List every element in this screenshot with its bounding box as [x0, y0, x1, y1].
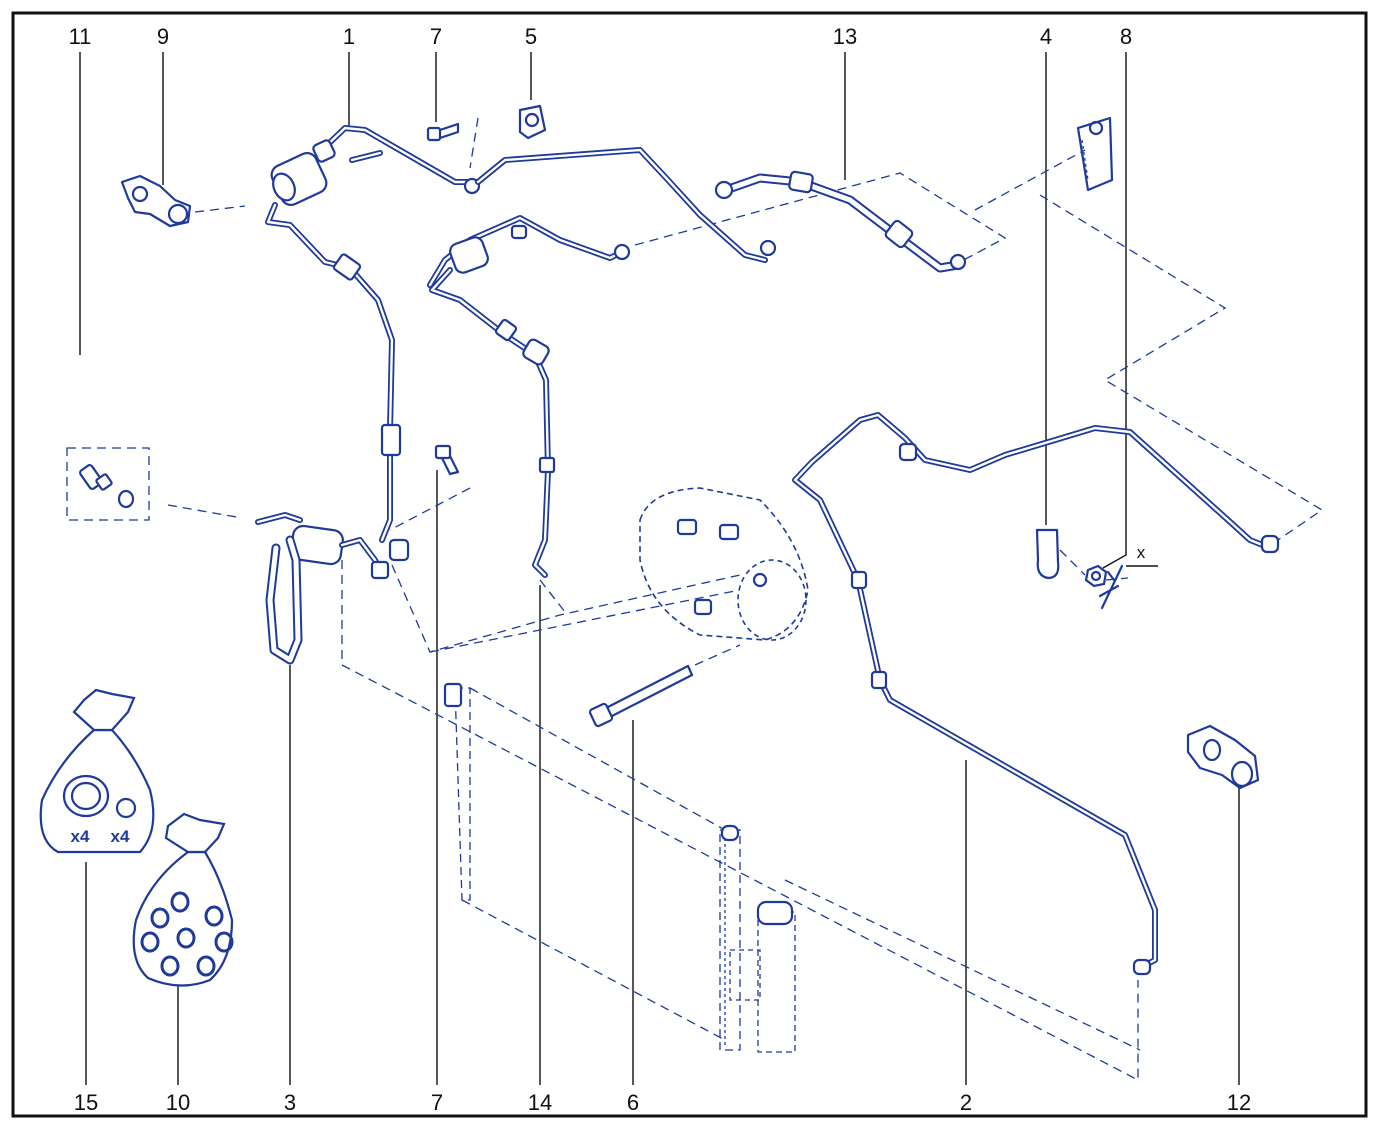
bolt-6: [588, 664, 694, 728]
dimension-x-label: x: [1137, 543, 1146, 562]
leader-lines: [79, 52, 1240, 1085]
callout-9: 9: [157, 24, 169, 49]
oring-kit-10: [132, 812, 234, 987]
pipe-1-assembly: [265, 125, 481, 562]
callout-3: 3: [284, 1090, 296, 1115]
diagram-frame: [11, 11, 1368, 1118]
assembly-dashed-lines: [66, 117, 1324, 1082]
compressor: [639, 487, 809, 641]
bolt-7-mid: [434, 444, 460, 476]
callout-7-bottom: 7: [431, 1090, 443, 1115]
callout-1: 1: [343, 24, 355, 49]
clip-9: [120, 174, 192, 228]
callout-11: 11: [69, 24, 92, 49]
callout-10: 10: [166, 1090, 190, 1115]
bracket-4: [1035, 528, 1060, 580]
pipe-14: [429, 236, 556, 578]
callout-2: 2: [960, 1090, 972, 1115]
callout-7-top: 7: [430, 24, 442, 49]
callout-4: 4: [1040, 24, 1052, 49]
callouts-bottom: 15 10 3 7 14 6 2 12: [74, 1090, 1251, 1115]
callout-14: 14: [528, 1090, 552, 1115]
kit-15-qty-right: x4: [111, 827, 130, 846]
clip-12: [1186, 724, 1260, 790]
seal-kit-15: x4 x4: [39, 688, 155, 854]
pressure-switch-11: [79, 464, 135, 509]
pipe-3-assembly: [255, 512, 390, 665]
nut-8: x: [1084, 543, 1158, 610]
callout-5: 5: [525, 24, 537, 49]
callout-13: 13: [833, 24, 857, 49]
kit-15-qty-left: x4: [71, 827, 90, 846]
clamp-5: [518, 104, 547, 140]
callout-12: 12: [1227, 1090, 1251, 1115]
callout-6: 6: [627, 1090, 639, 1115]
upper-right-bracket: [1076, 116, 1114, 192]
pipe-13: [427, 147, 967, 288]
bolt-7-top: [426, 122, 460, 142]
pipe-2: [792, 412, 1280, 976]
callouts-top: 11 9 1 7 5 13 4 8: [69, 24, 1133, 49]
callout-15: 15: [74, 1090, 98, 1115]
condenser: [443, 682, 796, 1053]
callout-8: 8: [1120, 24, 1132, 49]
